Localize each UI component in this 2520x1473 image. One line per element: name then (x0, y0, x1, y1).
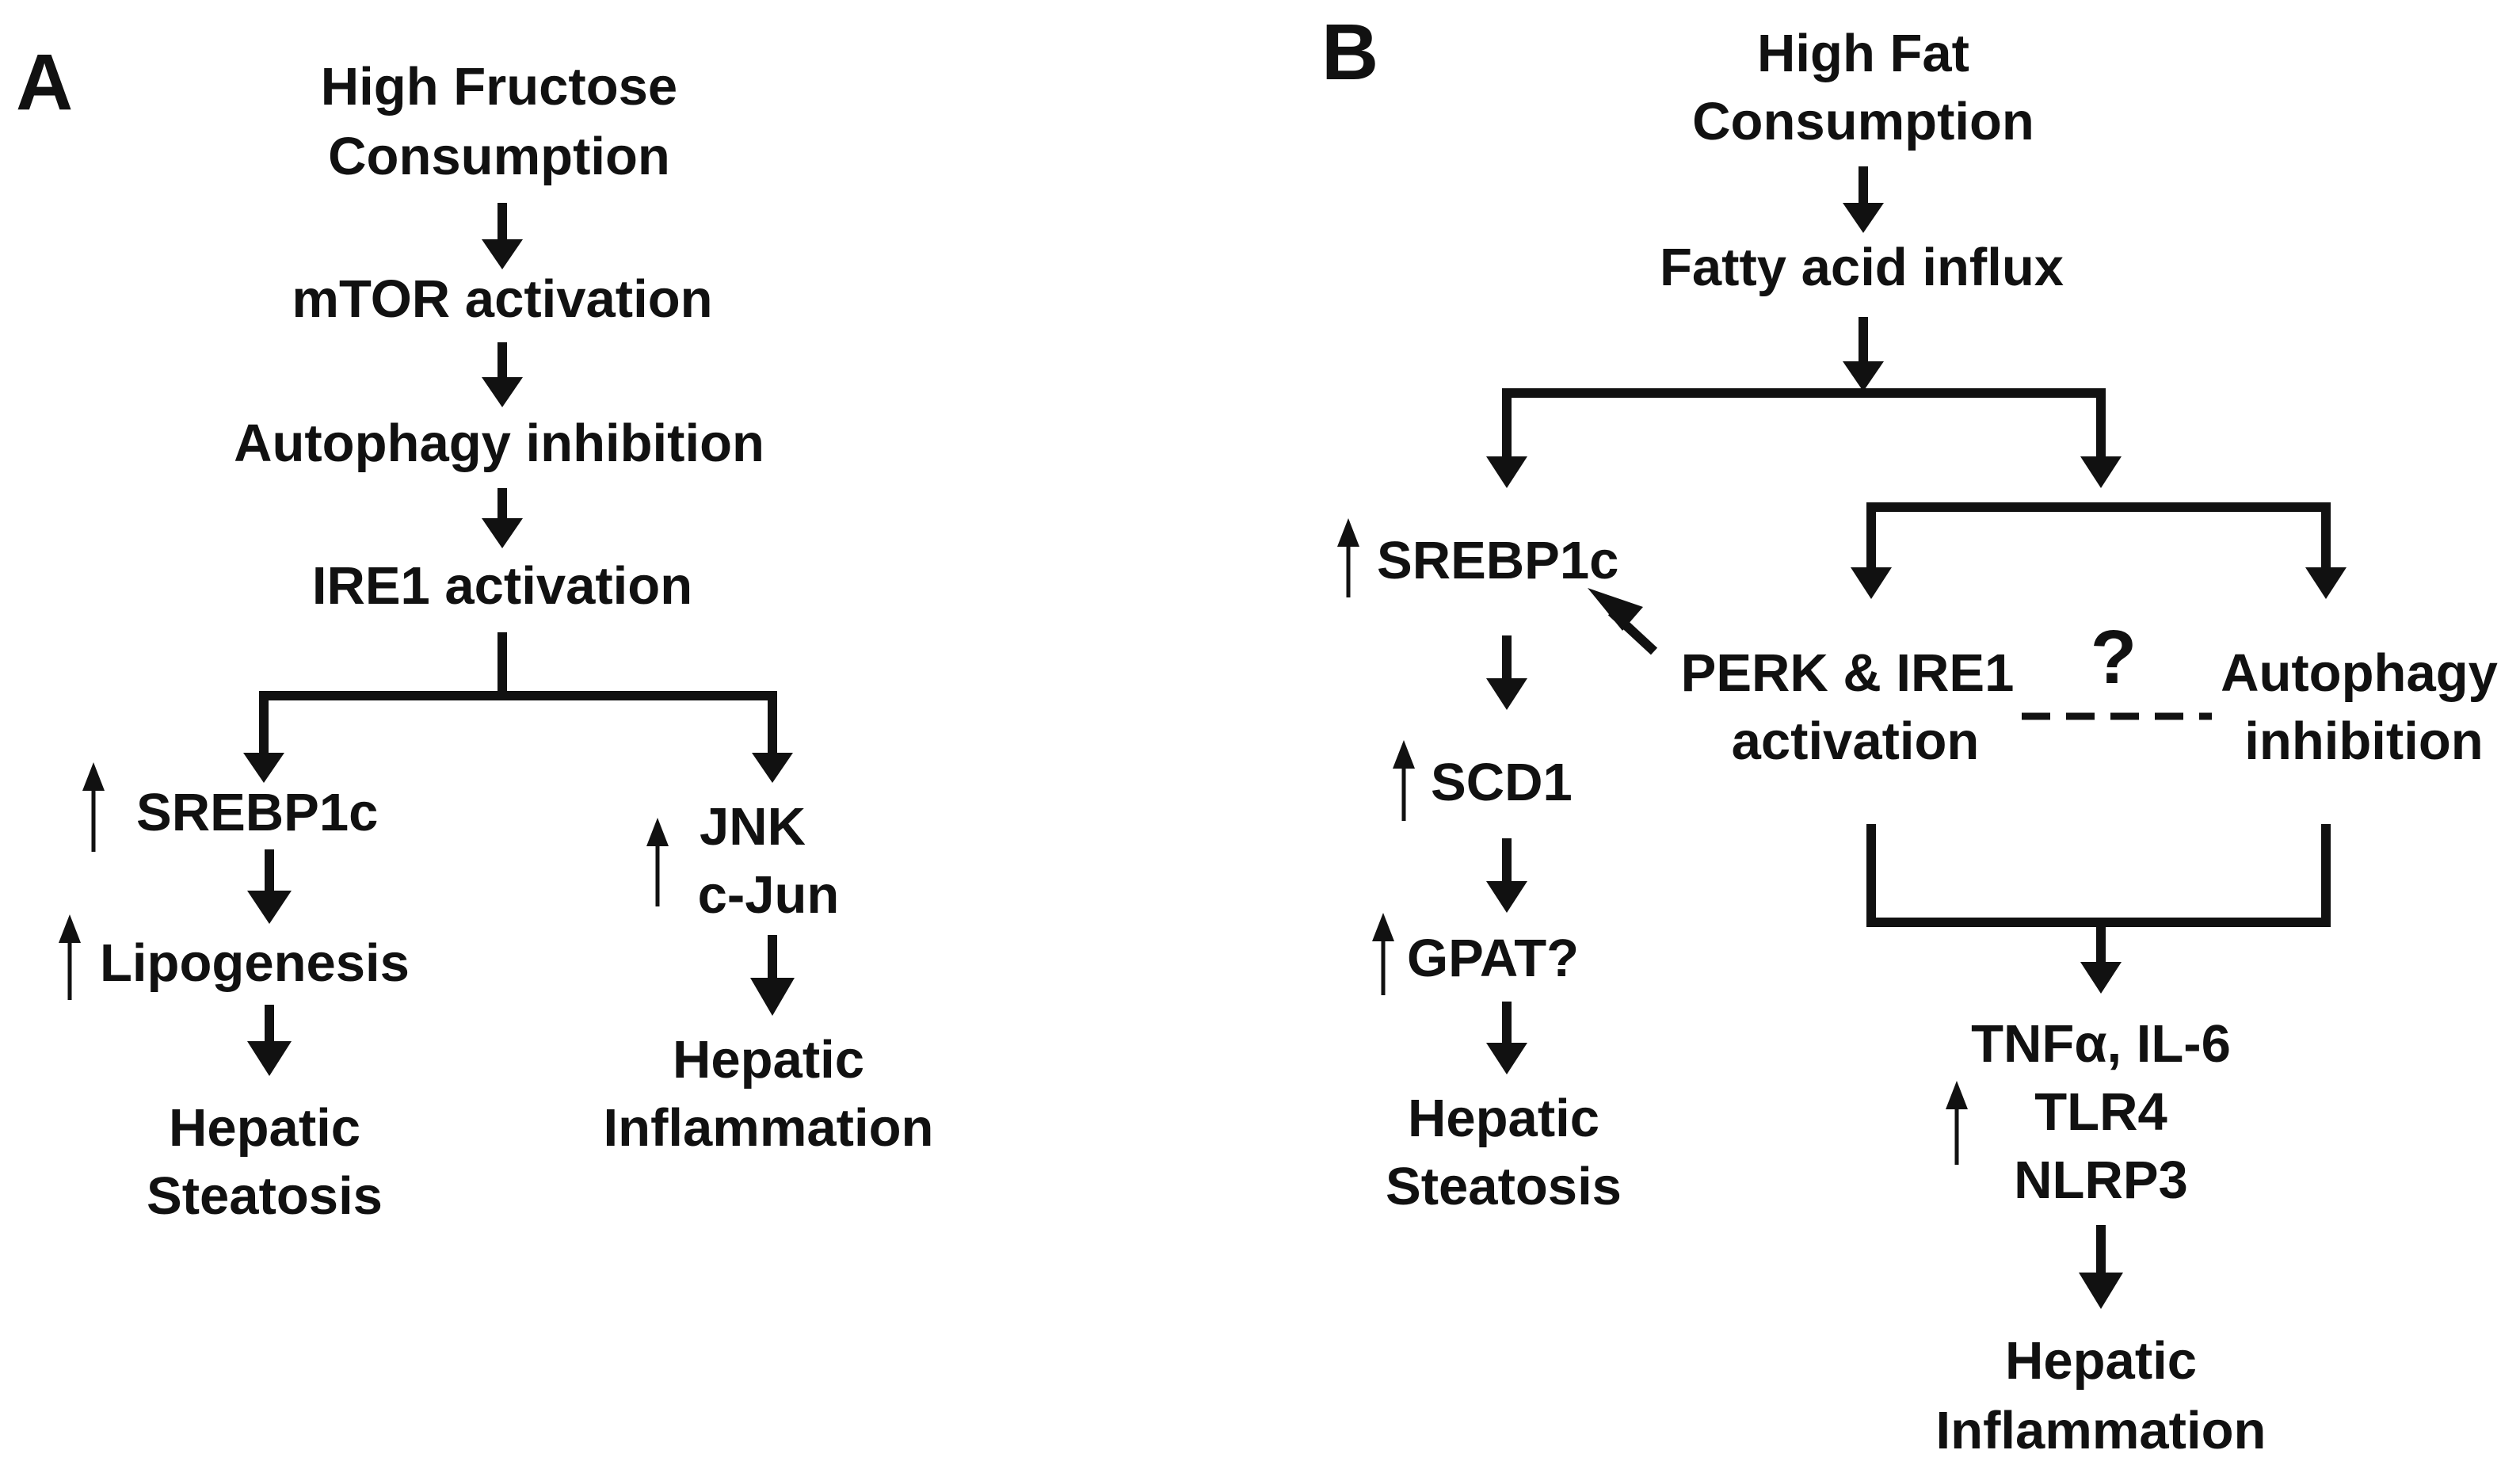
hepatic-inflammation-label-line1: Hepatic (673, 1030, 864, 1089)
srebp1c-label-b: SREBP1c (1377, 531, 1618, 590)
perk-ire1-label-line2: activation (1732, 712, 1980, 771)
branch-fattyacid (1486, 388, 2122, 488)
panel-b: B High Fat Consumption Fatty acid influx… (1321, 8, 2498, 1460)
cytokines-label-line1: TNFα, IL-6 (1971, 1014, 2231, 1074)
gpat-label: GPAT? (1407, 929, 1579, 988)
hepatic-inflammation-b-label-line1: Hepatic (2005, 1331, 2197, 1391)
up-arrow-gpat (1372, 913, 1394, 995)
arrow-mtor-to-autophagy (482, 342, 523, 407)
branch-stress (1851, 502, 2347, 599)
up-arrow-srebp1c (82, 762, 105, 852)
cjun-label: c-Jun (698, 865, 840, 925)
arrow-scd1-to-gpat (1486, 838, 1527, 913)
arrow-fructose-to-mtor (482, 203, 523, 269)
merge-to-cytokines (1866, 824, 2331, 994)
jnk-label: JNK (700, 797, 806, 857)
srebp1c-label: SREBP1c (136, 783, 378, 842)
high-fat-label-line1: High Fat (1757, 24, 1969, 83)
arrow-highfat-to-fattyacid (1843, 166, 1884, 233)
up-arrow-jnk (646, 818, 669, 906)
arrow-gpat-to-steatosis (1486, 1002, 1527, 1074)
arrow-perk-to-srebp1c (1588, 588, 1658, 655)
arrow-srebp1c-to-scd1 (1486, 635, 1527, 710)
arrow-cytokines-to-inflammation (2079, 1225, 2123, 1309)
arrow-srebp1c-to-lipogenesis (247, 849, 292, 924)
hepatic-steatosis-label-line1: Hepatic (169, 1098, 360, 1158)
hepatic-steatosis-b-label-line1: Hepatic (1408, 1089, 1599, 1148)
mtor-activation-label: mTOR activation (292, 269, 712, 329)
hepatic-inflammation-label-line2: Inflammation (604, 1098, 934, 1158)
perk-ire1-label-line1: PERK & IRE1 (1681, 643, 2015, 703)
cytokines-label-line2: TLR4 (2034, 1082, 2167, 1142)
panel-b-letter: B (1321, 8, 1378, 97)
high-fructose-label-line1: High Fructose (321, 57, 677, 116)
question-mark: ? (2091, 615, 2137, 700)
ire1-activation-label: IRE1 activation (312, 556, 692, 616)
arrow-jnk-to-inflammation (750, 935, 795, 1016)
high-fructose-label-line2: Consumption (328, 127, 670, 186)
scd1-label: SCD1 (1431, 753, 1573, 812)
cytokines-label-line3: NLRP3 (2014, 1151, 2188, 1210)
high-fat-label-line2: Consumption (1692, 92, 2034, 151)
up-arrow-scd1 (1393, 740, 1415, 821)
autophagy-inhibition-label: Autophagy inhibition (234, 414, 764, 473)
panel-a-letter: A (16, 38, 73, 127)
up-arrow-srebp1c-b (1337, 518, 1359, 597)
arrow-lipogenesis-to-steatosis (247, 1005, 292, 1076)
up-arrow-cytokines (1946, 1081, 1968, 1165)
autophagy-inhibition-b-label-line1: Autophagy (2221, 643, 2498, 703)
hepatic-steatosis-b-label-line2: Steatosis (1386, 1157, 1622, 1216)
hepatic-steatosis-label-line2: Steatosis (147, 1166, 383, 1226)
arrow-fattyacid-to-branch (1843, 317, 1884, 391)
up-arrow-lipogenesis (59, 914, 81, 1000)
arrow-autophagy-to-ire1 (482, 488, 523, 548)
panel-a: A High Fructose Consumption mTOR activat… (16, 38, 933, 1226)
hepatic-inflammation-b-label-line2: Inflammation (1936, 1401, 2266, 1460)
branch-ire1 (243, 632, 793, 783)
autophagy-inhibition-b-label-line2: inhibition (2244, 712, 2483, 771)
lipogenesis-label: Lipogenesis (100, 933, 410, 993)
fatty-acid-influx-label: Fatty acid influx (1660, 238, 2064, 297)
